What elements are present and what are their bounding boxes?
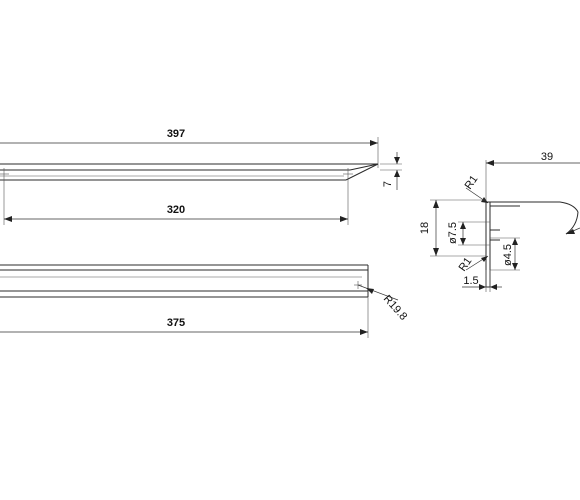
hole-center-right (343, 168, 353, 180)
dia-large-label: ø7.5 (447, 222, 459, 244)
dia-small-label: ø4.5 (502, 244, 514, 266)
section-view: 39 R1 18 (419, 151, 580, 292)
hole-spacing-label: 320 (167, 204, 185, 216)
profile-outline (485, 201, 579, 288)
dimension-dia-small: ø4.5 (490, 237, 520, 271)
dimension-radius-bottom: R1 (457, 255, 489, 274)
dimension-hole-spacing: 320 (3, 180, 349, 225)
dimension-radius-top: R1 (463, 173, 489, 204)
dimension-profile-width: 39 (485, 151, 580, 202)
dimension-top-length: 397 (0, 128, 379, 168)
dimension-partial-right (565, 227, 580, 235)
bottom-length-label: 375 (167, 317, 185, 329)
profile-height-label: 18 (419, 222, 431, 234)
top-handle-outline (0, 163, 379, 181)
dimension-end-drop: 7 (380, 152, 402, 190)
end-drop-label: 7 (382, 181, 394, 187)
front-handle-outline (0, 264, 369, 298)
hole-center-left (0, 168, 9, 180)
corner-radius-label: R19.8 (381, 293, 410, 323)
dimension-lip: 1.5 (462, 270, 502, 292)
top-length-label: 397 (167, 128, 185, 140)
dimension-dia-large: ø7.5 (447, 221, 490, 246)
front-view: R19.8 375 (0, 264, 410, 338)
radius-top-label: R1 (463, 173, 481, 191)
radius-bottom-label: R1 (457, 255, 475, 273)
top-view: 397 7 (0, 128, 402, 225)
lip-label: 1.5 (463, 275, 478, 287)
profile-width-label: 39 (541, 151, 553, 163)
dimension-bottom-length: 375 (0, 297, 369, 338)
dimension-profile-height: 18 (419, 199, 486, 257)
